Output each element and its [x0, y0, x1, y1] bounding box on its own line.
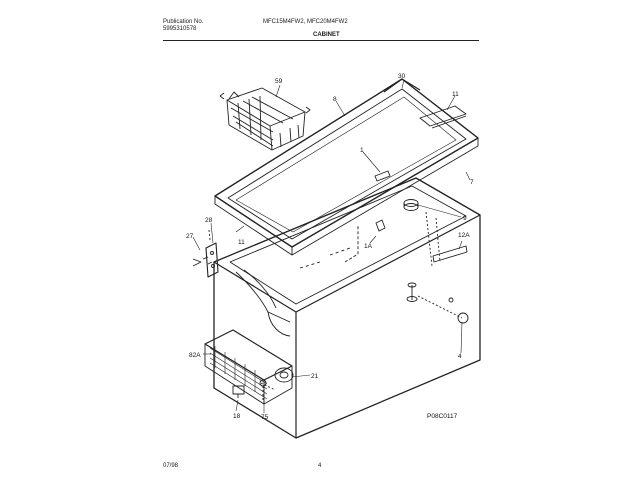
- footer-date: 07/98: [163, 463, 179, 469]
- model-numbers: MFC15M4FW2, MFC20M4FW2: [263, 19, 348, 25]
- callout-75: 75: [261, 414, 269, 421]
- callout-8: 8: [333, 96, 337, 103]
- callout-30: 30: [398, 73, 406, 80]
- header-rule: [163, 40, 479, 41]
- callout-59: 59: [275, 78, 283, 85]
- callout-27: 27: [186, 233, 194, 240]
- cabinet-body: [213, 177, 481, 439]
- callout-21: 21: [311, 373, 319, 380]
- callout-1: 1: [360, 147, 364, 154]
- leveler-foot: [232, 385, 245, 398]
- callout-9: 9: [463, 215, 467, 222]
- callout-12a: 12A: [458, 232, 470, 239]
- leader-lines: [192, 79, 471, 413]
- callout-11-top: 11: [452, 91, 459, 98]
- footer-page-number: 4: [318, 463, 322, 469]
- label-plate: [432, 245, 468, 263]
- callout-1a: 1A: [364, 243, 373, 250]
- callout-82a: 82A: [189, 352, 201, 359]
- lid-gasket: [383, 78, 467, 129]
- figure-code: P08C0117: [427, 413, 458, 420]
- lid-latch: [374, 170, 391, 182]
- publication-label: Publication No.: [163, 19, 204, 25]
- publication-number: 5995310578: [163, 26, 197, 32]
- hinge-part: [192, 229, 219, 278]
- callout-4: 4: [458, 353, 462, 360]
- latch-bracket: [375, 219, 386, 232]
- section-title: CABINET: [313, 32, 340, 38]
- thermostat-knob: [403, 199, 419, 211]
- callout-7: 7: [470, 179, 474, 186]
- callout-11-left: 11: [238, 239, 245, 246]
- fan-motor: [260, 367, 294, 391]
- grille-panel: [204, 329, 293, 405]
- lid-frame: [214, 78, 479, 256]
- callout-18: 18: [233, 413, 241, 420]
- screw-part: [259, 379, 267, 400]
- drain-plug: [406, 282, 469, 324]
- callout-28: 28: [205, 217, 213, 224]
- basket-part: [219, 87, 311, 151]
